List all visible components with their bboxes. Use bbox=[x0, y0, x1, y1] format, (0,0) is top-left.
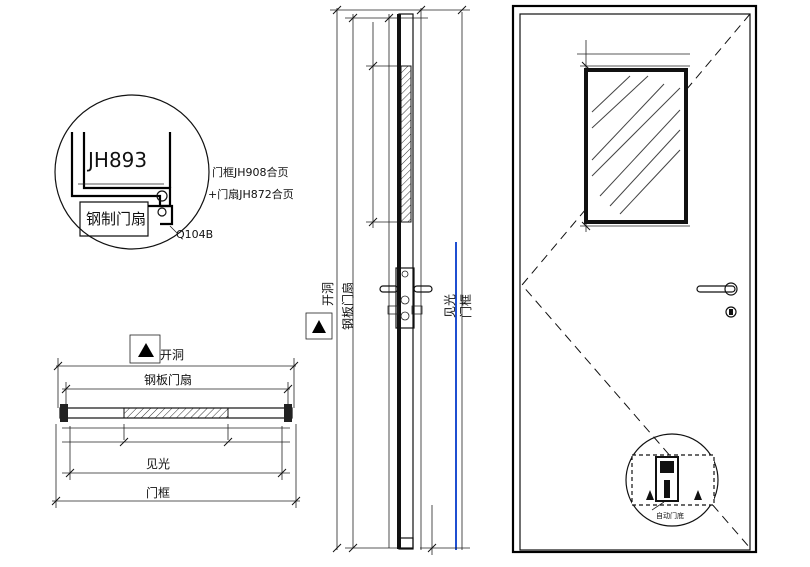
leaf-profile bbox=[79, 201, 149, 237]
door-leaf bbox=[519, 13, 751, 551]
hinge-detail: JH893 钢制门扇 门框JH908合页 +门扇JH872合页 Q104B bbox=[54, 94, 294, 250]
hinge-note-1: 门框JH908合页 bbox=[212, 165, 289, 179]
side-leaf-label: 钢板门扇 bbox=[340, 282, 355, 330]
side-triangle-icon bbox=[312, 320, 326, 333]
side-opening-label: 开洞 bbox=[321, 282, 335, 306]
triangle-marker-icon bbox=[138, 343, 154, 357]
part-code: Q104B bbox=[176, 228, 213, 241]
detail-leaf-label: 钢制门扇 bbox=[86, 210, 146, 228]
glass-reflection-lines bbox=[591, 75, 681, 215]
side-handle-right bbox=[413, 285, 433, 293]
plan-frame-left bbox=[60, 404, 68, 422]
plan-opening-label: 开洞 bbox=[160, 348, 184, 362]
vision-window bbox=[584, 68, 688, 224]
side-clear-label: 见光 bbox=[443, 294, 457, 318]
plan-clear-label: 见光 bbox=[146, 457, 170, 471]
plan-section: 开洞 钢板门扇 见光 门框 bbox=[51, 334, 301, 508]
side-section: 开洞 钢板门扇 见光 门框 bbox=[305, 5, 473, 555]
door-frame bbox=[511, 4, 758, 554]
hinge-note-2: +门扇JH872合页 bbox=[208, 187, 294, 201]
plan-frame-right bbox=[284, 404, 292, 422]
door-bottom-detail-circle bbox=[625, 433, 719, 527]
side-opening-marker bbox=[305, 312, 333, 340]
keyhole-icon bbox=[725, 306, 737, 318]
plan-hatch bbox=[123, 407, 229, 419]
plan-frame-label: 门框 bbox=[146, 485, 170, 500]
model-code: JH893 bbox=[86, 148, 147, 172]
opening-marker-box bbox=[129, 334, 161, 364]
seal-label: 自动门底 bbox=[656, 511, 684, 520]
front-elevation: 自动门底 bbox=[511, 4, 758, 554]
side-frame-label: 门框 bbox=[458, 294, 473, 318]
plan-leaf-label: 钢板门扇 bbox=[144, 372, 192, 387]
detail-circle bbox=[54, 94, 210, 250]
handle-rose bbox=[724, 282, 738, 296]
side-lock-body bbox=[395, 267, 415, 329]
side-glass-hatch bbox=[400, 65, 412, 223]
door-handle bbox=[696, 285, 736, 293]
side-handle-left bbox=[379, 285, 399, 293]
